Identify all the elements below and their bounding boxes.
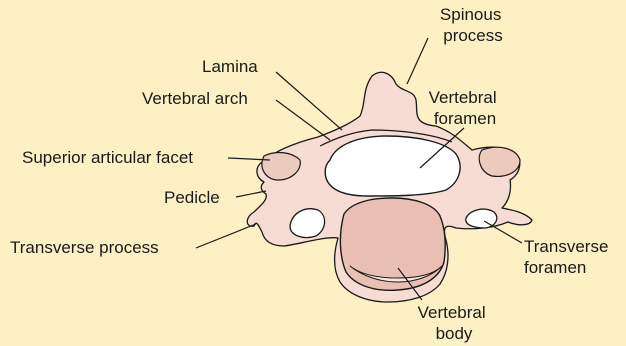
vertebral-body [340,198,445,290]
label-pedicle: Pedicle [164,188,220,207]
label-transverse-process: Transverse process [10,238,159,257]
vertebral-foramen [325,136,460,196]
label-vertebral-arch: Vertebral arch [142,89,248,108]
label-superior-articular-facet: Superior articular facet [22,148,193,167]
label-lamina: Lamina [202,57,258,76]
superior-facet-right [479,147,520,176]
